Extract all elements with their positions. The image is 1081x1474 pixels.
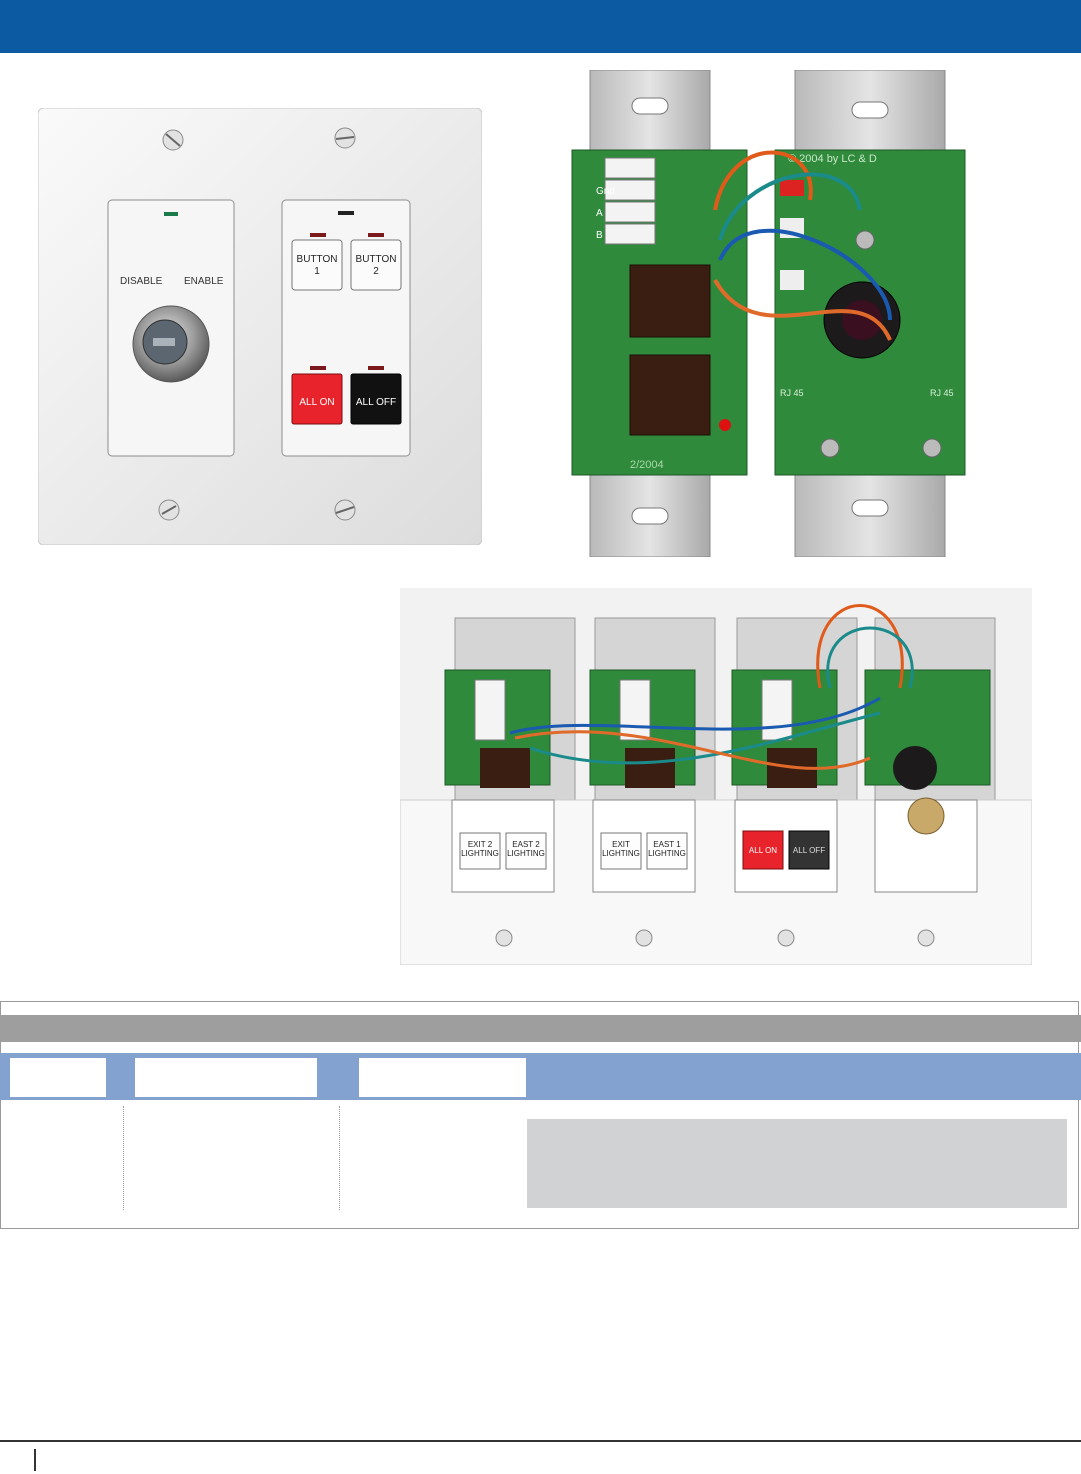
svg-text:1: 1 (314, 266, 320, 277)
svg-text:LIGHTING: LIGHTING (602, 849, 640, 858)
all-off-button (350, 373, 402, 425)
column-divider (339, 1106, 340, 1210)
key-lock-icon (907, 797, 945, 835)
header-cell (135, 1058, 317, 1097)
top-banner (0, 0, 1081, 53)
svg-text:EXIT 2: EXIT 2 (468, 840, 493, 849)
spec-table-title-bar (0, 1015, 1081, 1042)
svg-text:RJ 45: RJ 45 (780, 388, 804, 398)
led-indicator (164, 212, 178, 216)
label-enable: ENABLE (184, 276, 224, 287)
button-1 (291, 239, 343, 291)
svg-text:ALL OFF: ALL OFF (793, 846, 825, 855)
footer-rule (0, 1440, 1081, 1442)
label-disable: DISABLE (120, 276, 163, 287)
photo-wall-plate: DISABLE ENABLE BUTTON 1 BUTTON 2 ALL ON … (38, 108, 482, 545)
svg-text:LIGHTING: LIGHTING (461, 849, 499, 858)
all-on-button (742, 830, 784, 870)
svg-text:EXIT: EXIT (612, 840, 630, 849)
svg-text:RJ 45: RJ 45 (930, 388, 954, 398)
all-on-button (291, 373, 343, 425)
svg-text:2: 2 (373, 266, 379, 277)
all-on-label: ALL ON (299, 397, 334, 408)
svg-text:A: A (596, 208, 603, 219)
photo-circuit-boards: Gnd A B 2/2004 © 2004 by LC & D RJ 45 RJ… (571, 70, 966, 557)
svg-text:EAST 2: EAST 2 (512, 840, 540, 849)
header-cell (359, 1058, 526, 1097)
svg-text:B: B (596, 230, 603, 241)
button-1-label: BUTTON (297, 254, 338, 265)
plate-body (38, 108, 482, 545)
button-2-label: BUTTON (356, 254, 397, 265)
note-box (527, 1119, 1067, 1208)
svg-text:ALL ON: ALL ON (749, 846, 777, 855)
rj45-jack (629, 354, 711, 436)
svg-text:EAST 1: EAST 1 (653, 840, 681, 849)
button-2 (350, 239, 402, 291)
photo-four-gang-panel: EXIT 2 LIGHTING EAST 2 LIGHTING EXIT LIG… (400, 588, 1032, 965)
header-cell (10, 1058, 106, 1097)
all-off-button (788, 830, 830, 870)
board-copyright: © 2004 by LC & D (788, 153, 877, 165)
svg-text:Gnd: Gnd (596, 186, 615, 197)
svg-text:LIGHTING: LIGHTING (507, 849, 545, 858)
svg-text:LIGHTING: LIGHTING (648, 849, 686, 858)
all-off-label: ALL OFF (356, 397, 396, 408)
rj45-jack (629, 264, 711, 338)
spec-table-frame (0, 1001, 1079, 1229)
column-divider (123, 1106, 124, 1210)
terminal-block (604, 157, 656, 245)
footer-tick (34, 1449, 36, 1471)
board-date: 2/2004 (630, 459, 664, 471)
